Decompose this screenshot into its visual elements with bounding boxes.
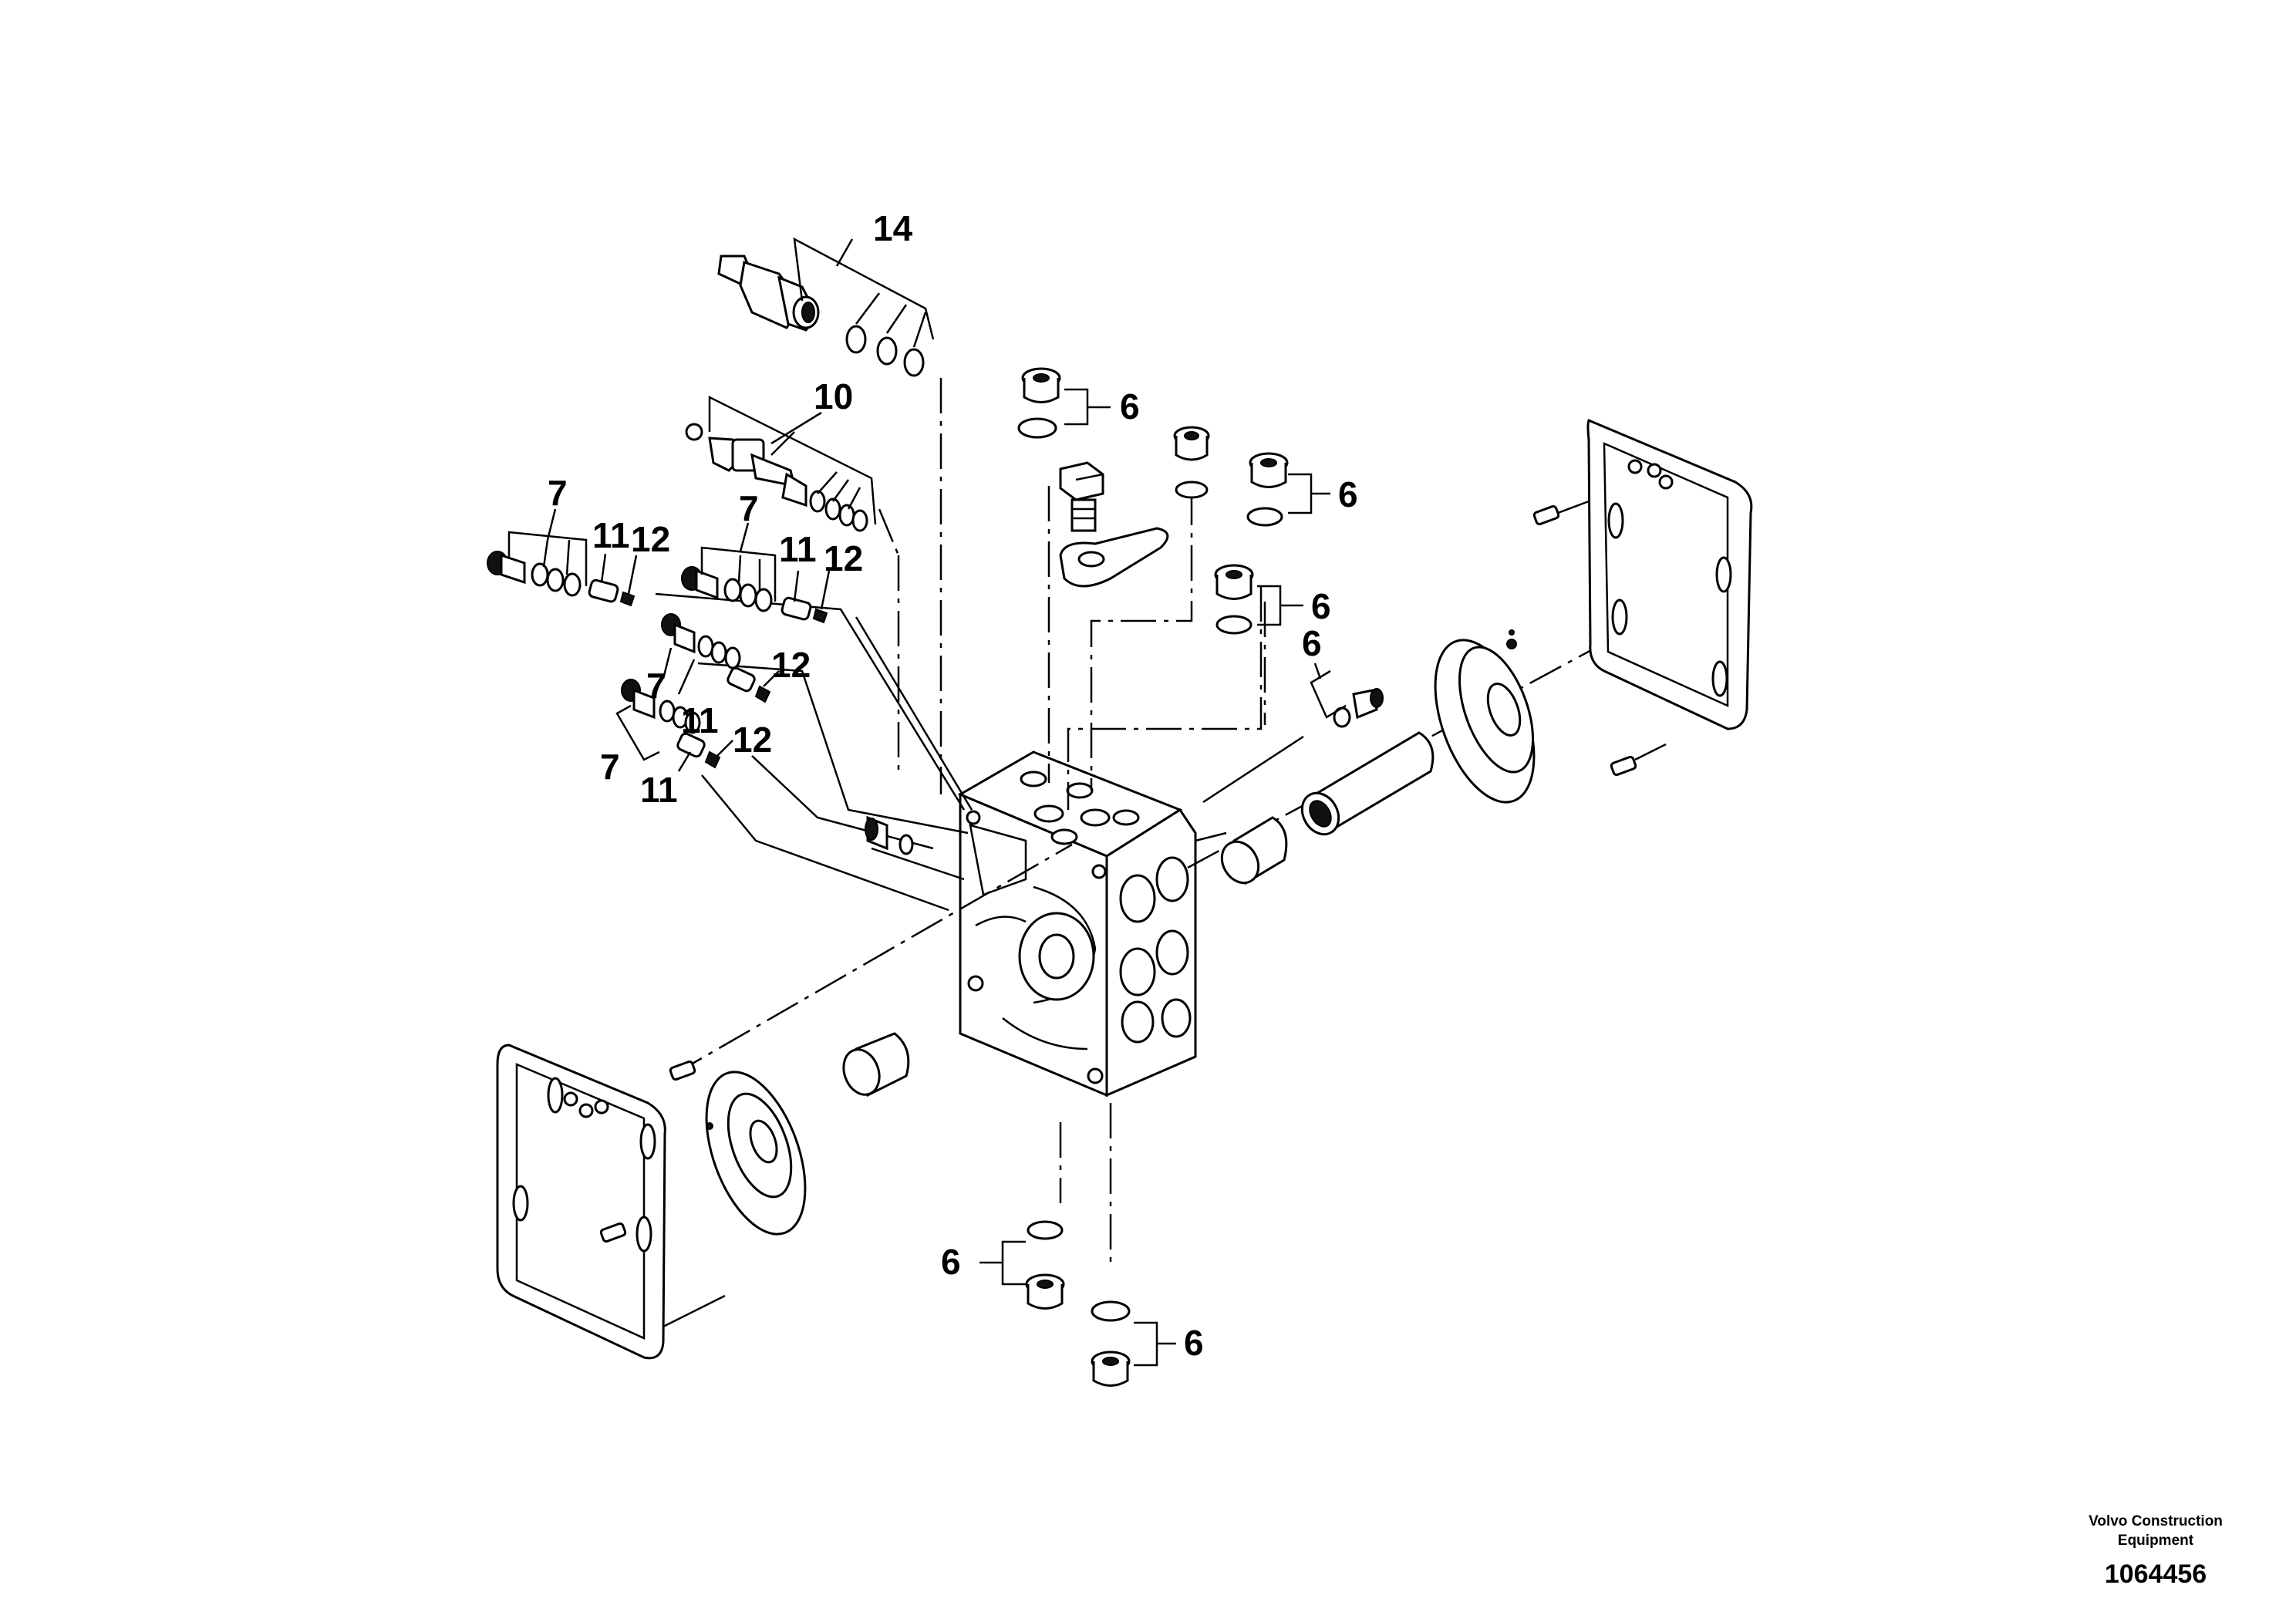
- callout-11-row-b: 11: [779, 529, 817, 569]
- callout-12-row-d: 12: [733, 720, 772, 760]
- right-cover-plate: [1586, 419, 1753, 730]
- callout-14: 14: [873, 208, 913, 248]
- left-dowel-pins: [599, 1060, 726, 1328]
- plug-6-top-left: [1017, 367, 1111, 439]
- part-7-11-12-row-c: [661, 613, 780, 703]
- callout-6-bottom-left: 6: [941, 1242, 961, 1282]
- callout-6-middle-right: 6: [1311, 586, 1331, 626]
- callout-6-right-side: 6: [1302, 623, 1322, 663]
- part-7-11-12-row-d: [615, 679, 733, 772]
- left-wear-plate: [705, 1071, 807, 1236]
- callout-11-row-a: 11: [592, 515, 630, 555]
- plug-6-top-middle: [1173, 426, 1210, 499]
- plug-6-bottom-right: [1091, 1300, 1176, 1387]
- valve-body: [957, 750, 1197, 1098]
- plug-6-top-right: [1246, 452, 1330, 527]
- right-bushing: [1220, 816, 1288, 885]
- callout-12-row-c: 12: [771, 645, 811, 685]
- callout-6-bottom-right: 6: [1184, 1323, 1204, 1363]
- callout-12-row-b: 12: [824, 538, 863, 578]
- left-bushing: [842, 1032, 910, 1098]
- part-10-valve-assembly: [685, 395, 877, 532]
- company-name: Volvo Construction Equipment: [2067, 1512, 2244, 1550]
- callout-7-row-a: 7: [548, 473, 568, 513]
- callout-11-row-d: 11: [640, 770, 678, 810]
- callout-12-row-a: 12: [631, 519, 670, 559]
- plug-6-bottom-left: [979, 1220, 1065, 1310]
- right-dowel-pins: [1509, 500, 1667, 777]
- part-7-11-12-row-b: [681, 522, 831, 624]
- right-wear-plate: [1434, 639, 1536, 804]
- part-14-relief-valve: [717, 237, 935, 377]
- left-cover-plate: [496, 1044, 666, 1360]
- callout-6-top-left: 6: [1120, 386, 1140, 427]
- callout-11-row-c: 11: [681, 700, 719, 740]
- plug-6-middle-right: [1214, 564, 1303, 635]
- callout-10: 10: [814, 376, 853, 416]
- callout-7-row-c: 7: [646, 666, 666, 706]
- callout-7-row-b: 7: [739, 488, 759, 528]
- company-name-line-2: Equipment: [2117, 1533, 2194, 1549]
- plug-left-of-body: [865, 815, 914, 855]
- bolt-and-bracket: [1059, 461, 1169, 588]
- plug-6-right-side: [1310, 663, 1384, 728]
- drawing-number: 1064456: [2104, 1560, 2207, 1589]
- callout-labels: 14 10 7 11 12 7 11 12 7 12 11 7 12 11 6 …: [548, 208, 1358, 1363]
- callout-6-top-right: 6: [1338, 474, 1358, 514]
- company-name-line-1: Volvo Construction: [2089, 1513, 2223, 1529]
- leader-lines: [655, 592, 1304, 912]
- part-7-11-12-row-a: [487, 508, 638, 607]
- callout-7-row-d: 7: [600, 747, 620, 787]
- right-sleeve: [1300, 731, 1435, 836]
